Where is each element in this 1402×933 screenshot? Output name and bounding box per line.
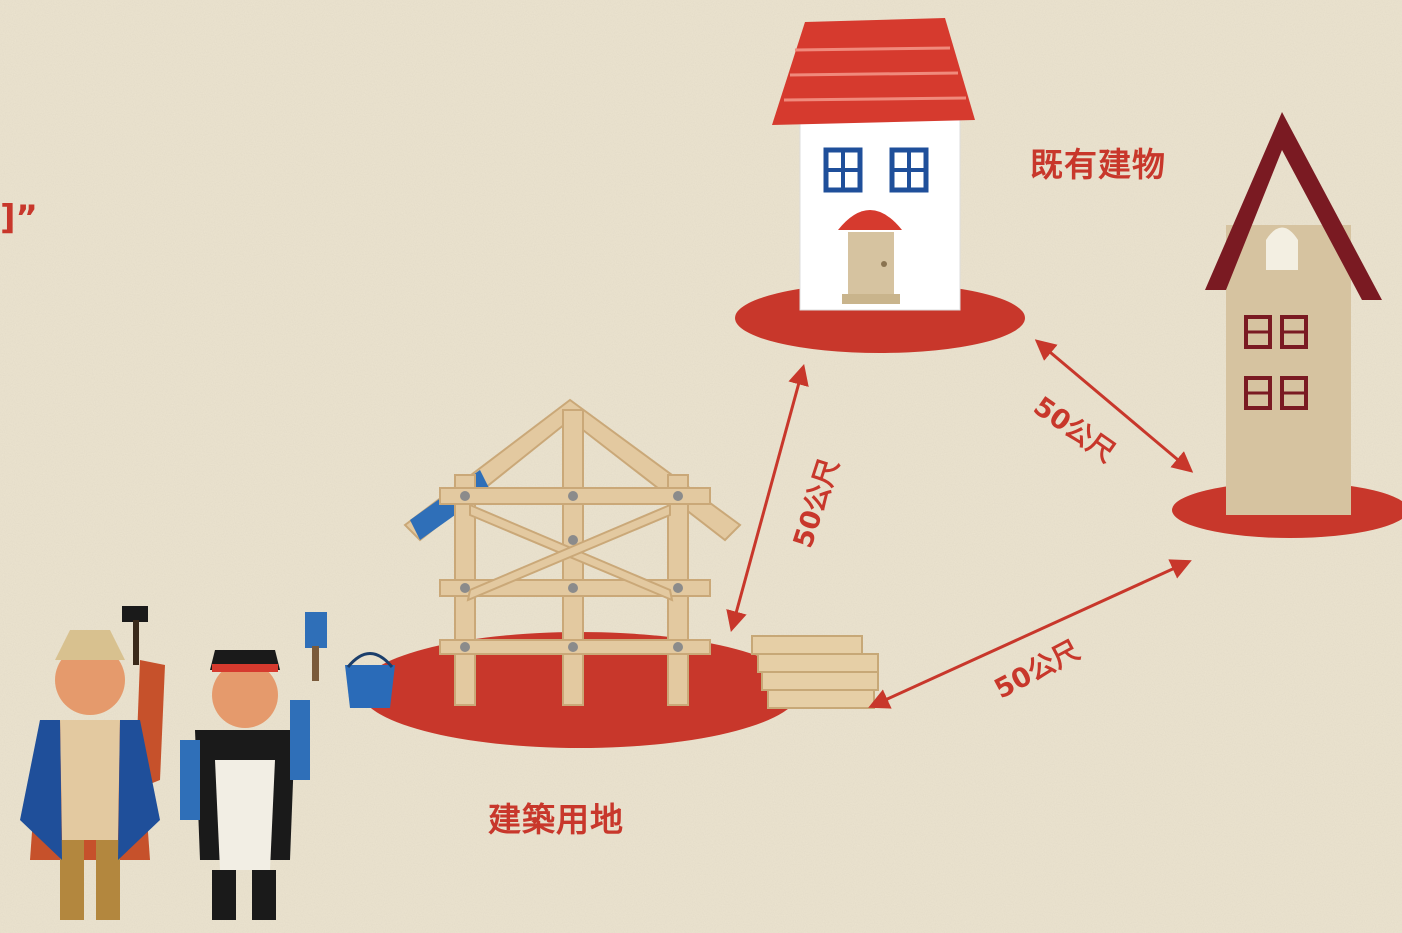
- lumber-stack-icon: [751, 635, 879, 709]
- woman-with-brush-icon: [180, 612, 327, 920]
- distance-arrow-site-red-house: [726, 363, 809, 633]
- distance-arrow-site-tall-house: [868, 559, 1192, 709]
- timber-frame-icon: [403, 398, 742, 706]
- man-with-hammer-icon: [20, 606, 165, 920]
- existing-building-label: 既有建物: [1030, 145, 1166, 184]
- building-site-label: 建築用地: [488, 800, 624, 839]
- quote-fragment-label: ]”: [0, 198, 38, 238]
- distance-arrow-red-tall-house: [1034, 339, 1194, 473]
- tall-tan-house-icon: [1205, 112, 1382, 515]
- paint-bucket-icon: [345, 652, 395, 708]
- red-roof-house-icon: [772, 18, 975, 311]
